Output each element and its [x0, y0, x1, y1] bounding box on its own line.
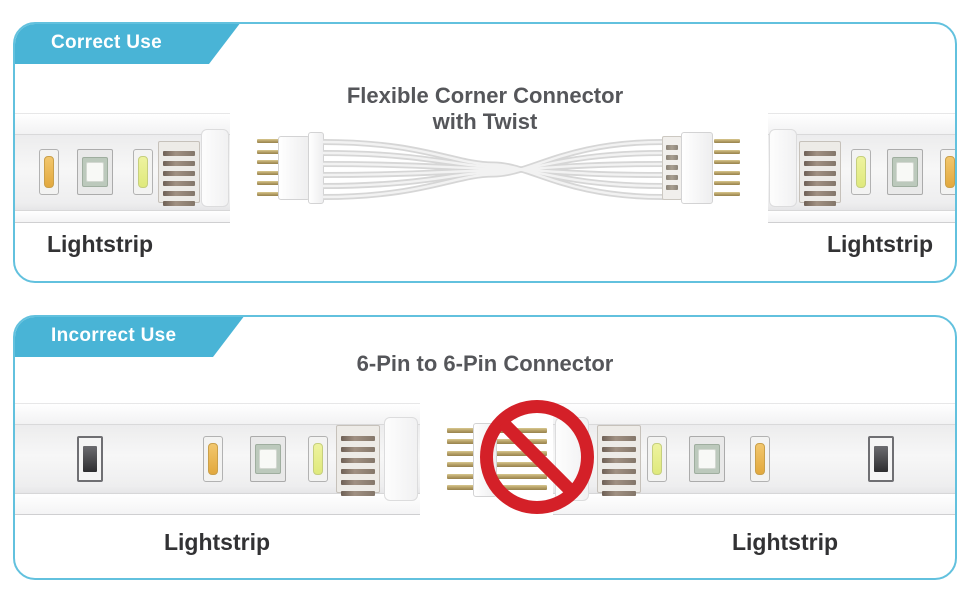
- white-led: [851, 149, 871, 195]
- correct-use-panel: Correct Use Flexible Corner Connector wi…: [13, 22, 957, 283]
- strip-bottom-face: [15, 493, 420, 515]
- title-line-1: 6-Pin to 6-Pin Connector: [356, 351, 614, 376]
- lightstrip-left-graphic: [15, 113, 230, 223]
- dark-component: [77, 436, 103, 482]
- incorrect-use-panel: Incorrect Use 6-Pin to 6-Pin Connector: [13, 315, 957, 580]
- strip-connector-contacts: [799, 141, 841, 206]
- banner-label: Incorrect Use: [51, 325, 177, 346]
- amber-led: [39, 149, 59, 195]
- strip-bottom-face: [768, 210, 955, 223]
- rgb-led: [689, 436, 725, 482]
- strip-connector-contacts: [597, 425, 641, 496]
- lightstrip-label-left: Lightstrip: [46, 231, 154, 257]
- lightstrip-right-graphic: [553, 403, 955, 515]
- connector-housing-right: [681, 132, 713, 204]
- lightstrip-label-right: Lightstrip: [826, 231, 934, 257]
- title-line-1: Flexible Corner Connector: [346, 83, 624, 108]
- connector-housing-left: [278, 136, 310, 200]
- strip-bottom-face: [15, 210, 230, 223]
- white-led: [308, 436, 328, 482]
- connector-ribs-right: [662, 136, 682, 200]
- strip-bottom-face: [553, 493, 955, 515]
- incorrect-use-banner: Incorrect Use: [13, 315, 245, 357]
- amber-led: [203, 436, 223, 482]
- white-led: [647, 436, 667, 482]
- strip-connector-contacts: [158, 141, 200, 206]
- strip-end-cap: [201, 129, 229, 207]
- strip-top-face: [553, 403, 955, 425]
- connector-pins-right: [714, 139, 740, 203]
- lightstrip-right-graphic: [768, 113, 955, 223]
- strip-connector-contacts: [336, 425, 380, 496]
- lightstrip-left-graphic: [15, 403, 420, 515]
- rgb-led: [887, 149, 923, 195]
- panel-title: Flexible Corner Connector with Twist: [15, 83, 955, 135]
- correct-use-banner: Correct Use: [13, 22, 241, 64]
- panel-title: 6-Pin to 6-Pin Connector: [15, 351, 955, 377]
- lightstrip-label-left: Lightstrip: [163, 529, 271, 555]
- strip-top-face: [15, 403, 420, 425]
- amber-led: [940, 149, 955, 195]
- no-entry-slash: [498, 418, 576, 496]
- dark-component: [868, 436, 894, 482]
- rgb-led: [77, 149, 113, 195]
- connector-collar-left: [308, 132, 324, 204]
- white-led: [133, 149, 153, 195]
- banner-label: Correct Use: [51, 32, 163, 53]
- title-line-2: with Twist: [432, 109, 538, 134]
- amber-led: [750, 436, 770, 482]
- lightstrip-label-right: Lightstrip: [731, 529, 839, 555]
- strip-end-cap: [769, 129, 797, 207]
- rgb-led: [250, 436, 286, 482]
- strip-top-face: [15, 113, 230, 135]
- strip-end-cap: [384, 417, 418, 501]
- connector-pins-left: [257, 139, 281, 203]
- twisted-cable: [323, 139, 663, 200]
- strip-top-face: [768, 113, 955, 135]
- no-entry-icon: [480, 400, 594, 514]
